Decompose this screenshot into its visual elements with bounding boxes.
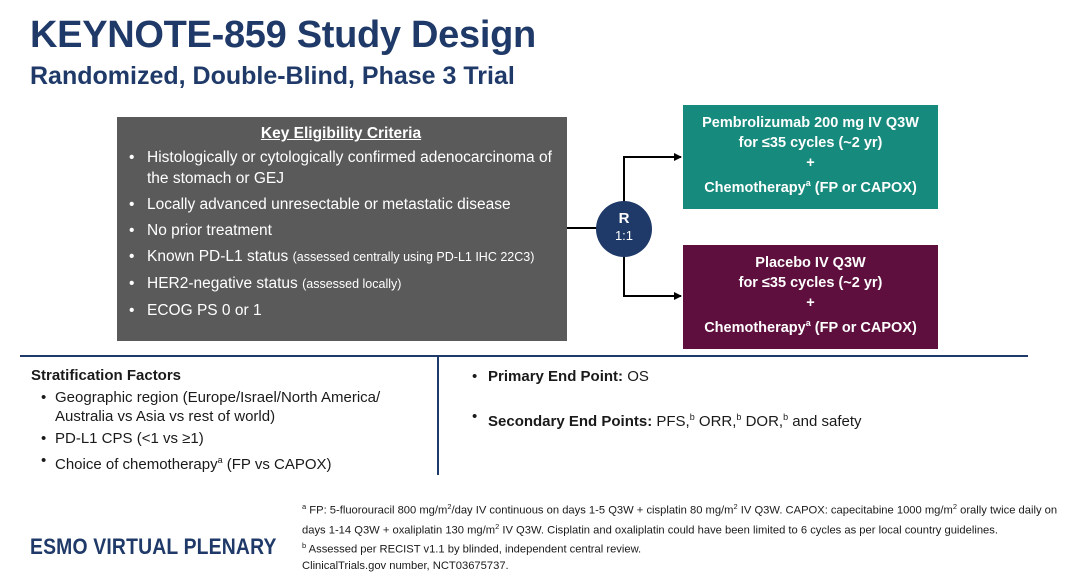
footnote-b: b Assessed per RECIST v1.1 by blinded, i… [302, 541, 642, 557]
page-title: KEYNOTE-859 Study Design [30, 14, 536, 56]
eligibility-note: (assessed centrally using PD-L1 IHC 22C3… [292, 250, 535, 264]
bullet-icon: • [129, 275, 135, 292]
arm-duration-line: for ≤35 cycles (~2 yr) [738, 275, 883, 291]
eligibility-note: (assessed locally) [302, 277, 402, 291]
stratification-item: •Geographic region (Europe/Israel/North … [41, 389, 381, 425]
arm-plus: + [806, 155, 815, 171]
vertical-divider [437, 357, 439, 475]
eligibility-criteria-box: Key Eligibility Criteria •Histologically… [117, 117, 567, 341]
arm-plus: + [806, 295, 815, 311]
eligibility-list: •Histologically or cytologically confirm… [129, 147, 553, 321]
stratification-heading: Stratification Factors [31, 367, 182, 384]
eligibility-item: •Locally advanced unresectable or metast… [129, 196, 511, 213]
secondary-endpoints: •Secondary End Points: PFS,b ORR,b DOR,b… [472, 408, 862, 430]
primary-endpoint: •Primary End Point: OS [472, 368, 649, 385]
bullet-icon: • [129, 248, 135, 265]
eligibility-item: •No prior treatment [129, 222, 272, 239]
eligibility-heading: Key Eligibility Criteria [260, 125, 422, 142]
footnotes: a FP: 5-fluorouracil 800 mg/m2/day IV co… [302, 499, 1072, 574]
bullet-icon: • [472, 408, 478, 425]
bullet-icon: • [41, 430, 47, 447]
arm-drug-line: Placebo IV Q3W [755, 255, 866, 271]
footnote-a: a FP: 5-fluorouracil 800 mg/m2/day IV co… [302, 502, 1058, 537]
stratification-list: •Geographic region (Europe/Israel/North … [31, 388, 431, 474]
arm-duration-line: for ≤35 cycles (~2 yr) [738, 135, 883, 151]
randomization-letter: R [618, 210, 630, 227]
bullet-icon: • [129, 196, 135, 213]
endpoints-section: •Primary End Point: OS •Secondary End Po… [472, 367, 1032, 432]
eligibility-item: •Histologically or cytologically confirm… [129, 149, 552, 187]
eligibility-item: •Known PD-L1 status (assessed centrally … [129, 248, 535, 265]
placebo-arm-box: Placebo IV Q3W for ≤35 cycles (~2 yr) + … [683, 245, 938, 349]
arm-chemo-line: Chemotherapya (FP or CAPOX) [704, 178, 917, 196]
pembrolizumab-arm-box: Pembrolizumab 200 mg IV Q3W for ≤35 cycl… [683, 105, 938, 209]
bullet-icon: • [41, 452, 47, 469]
arm-chemo-line: Chemotherapya (FP or CAPOX) [704, 318, 917, 336]
bullet-icon: • [472, 368, 478, 385]
eligibility-item: •ECOG PS 0 or 1 [129, 302, 262, 319]
bullet-icon: • [129, 149, 135, 166]
stratification-item: •PD-L1 CPS (<1 vs ≥1) [41, 430, 204, 447]
eligibility-item: •HER2-negative status (assessed locally) [129, 275, 402, 292]
page-subtitle: Randomized, Double-Blind, Phase 3 Trial [30, 62, 515, 90]
randomization-ratio: 1:1 [614, 228, 634, 243]
stratification-item: •Choice of chemotherapya (FP vs CAPOX) [41, 452, 332, 473]
randomization-node: R 1:1 [596, 201, 652, 257]
bullet-icon: • [41, 389, 47, 406]
arm-drug-line: Pembrolizumab 200 mg IV Q3W [702, 115, 919, 131]
stratification-section: Stratification Factors •Geographic regio… [31, 367, 431, 477]
trial-registration: ClinicalTrials.gov number, NCT03675737. [302, 560, 509, 573]
bullet-icon: • [129, 302, 135, 319]
esmo-virtual-plenary-logo: ESMO VIRTUAL PLENARY [30, 534, 277, 559]
bullet-icon: • [129, 222, 135, 239]
horizontal-divider [20, 355, 1028, 357]
